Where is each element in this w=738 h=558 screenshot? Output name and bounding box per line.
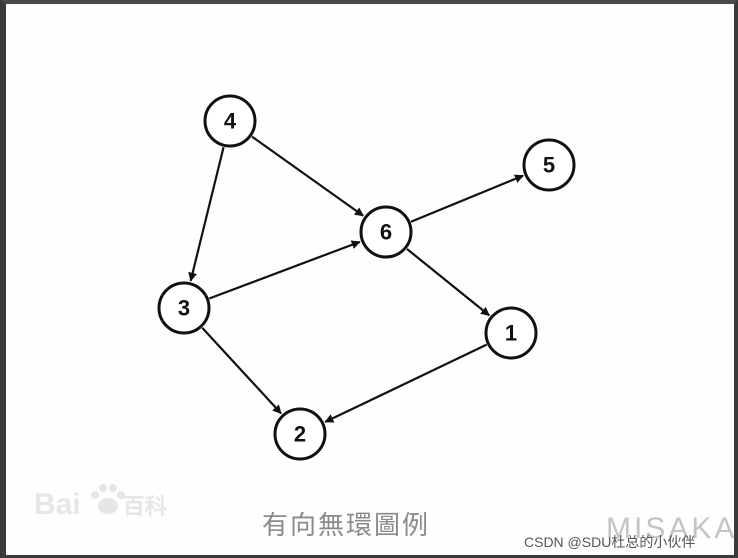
baike-logo: Bai 百科	[34, 488, 167, 522]
edge-6-5	[410, 174, 524, 223]
node-5: 5	[522, 138, 576, 192]
node-1-circle	[484, 306, 538, 360]
node-6-circle	[359, 205, 413, 259]
node-1: 1	[484, 306, 538, 360]
node-5-label: 5	[543, 153, 555, 178]
node-3: 3	[157, 281, 211, 335]
edge-6-1	[406, 248, 490, 317]
node-3-circle	[157, 281, 211, 335]
node-2: 2	[273, 407, 327, 461]
edge-1-2	[324, 343, 488, 423]
node-1-label: 1	[505, 321, 517, 346]
node-6: 6	[359, 205, 413, 259]
edge-4-6	[251, 135, 364, 217]
edge-3-2	[201, 327, 282, 415]
paw-icon	[91, 484, 125, 514]
baike-logo-text: Bai	[34, 488, 81, 521]
node-6-label: 6	[380, 220, 392, 245]
node-2-label: 2	[294, 422, 306, 447]
node-3-label: 3	[178, 296, 190, 321]
node-4-circle	[203, 94, 257, 148]
edge-3-6	[208, 240, 361, 300]
csdn-watermark: CSDN @SDU杜总的小伙伴	[524, 534, 696, 550]
node-2-circle	[273, 407, 327, 461]
node-5-circle	[522, 138, 576, 192]
node-4-label: 4	[224, 109, 237, 134]
misaka-watermark: MISAKA	[606, 512, 738, 545]
node-4: 4	[203, 94, 257, 148]
diagram-caption: 有向無環圖例	[262, 511, 431, 541]
edges	[188, 135, 524, 423]
edge-4-3	[188, 146, 225, 282]
baike-logo-cn: 百科	[122, 494, 167, 519]
